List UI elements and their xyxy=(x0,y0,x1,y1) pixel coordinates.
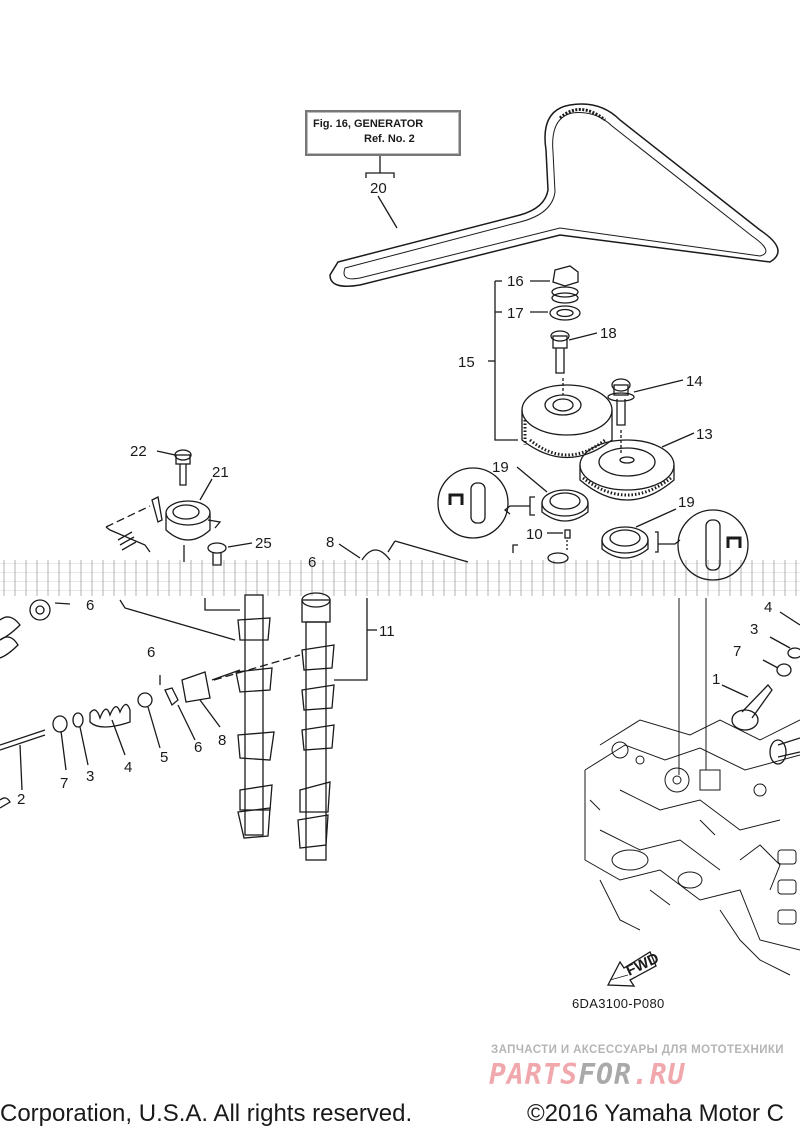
watermark-logo: PARTSFOR.RU xyxy=(489,1058,685,1091)
callout-19b: 19 xyxy=(678,494,695,511)
bolt-14 xyxy=(607,378,684,455)
leader-lifter-to-cam xyxy=(213,654,301,681)
ref-number-label: Ref. No. 2 xyxy=(364,133,415,145)
valve-lifter-upper xyxy=(338,540,469,563)
callout-22: 22 xyxy=(130,443,147,460)
scan-artifact-band xyxy=(0,560,800,596)
callout-13: 13 xyxy=(696,426,713,443)
callout-15: 15 xyxy=(458,354,475,371)
fwd-arrow-icon xyxy=(606,951,657,987)
valve-train-exhaust xyxy=(0,669,241,791)
callout-21: 21 xyxy=(212,464,229,481)
cylinder-head xyxy=(584,598,800,976)
valve-train-intake xyxy=(721,611,800,765)
callout-7a: 7 xyxy=(60,775,68,792)
callout-18: 18 xyxy=(600,325,617,342)
callout-25: 25 xyxy=(255,535,272,552)
copyright-right: ©2016 Yamaha Motor C xyxy=(527,1100,784,1127)
callout-4b: 4 xyxy=(764,599,772,616)
callout-8a: 8 xyxy=(326,534,334,551)
callout-14: 14 xyxy=(686,373,703,390)
fwd-label: FWD xyxy=(624,950,662,980)
callout-6c: 6 xyxy=(147,644,155,661)
cam-sprocket-assembly xyxy=(488,265,613,459)
dowel-pin-10 xyxy=(512,529,571,564)
callout-2: 2 xyxy=(17,791,25,808)
watermark-subtitle: ЗАПЧАСТИ И АКСЕССУАРЫ ДЛЯ МОТОТЕХНИКИ xyxy=(491,1044,784,1056)
camshaft-right xyxy=(297,592,377,861)
leader-20 xyxy=(377,195,398,229)
watermark-logo-part3: .RU xyxy=(631,1058,686,1091)
leader-bracket-left xyxy=(119,599,236,641)
callout-10: 10 xyxy=(526,526,543,543)
callout-6a: 6 xyxy=(308,554,316,571)
pulley-13 xyxy=(579,432,695,501)
callout-4a: 4 xyxy=(124,759,132,776)
callout-1: 1 xyxy=(712,671,720,688)
valve-parts-left-edge xyxy=(0,599,71,809)
copyright-left: Corporation, U.S.A. All rights reserved. xyxy=(0,1100,413,1127)
callout-19a: 19 xyxy=(492,459,509,476)
drawing-code: 6DA3100-P080 xyxy=(572,996,665,1011)
callout-17: 17 xyxy=(507,305,524,322)
bracket-20 xyxy=(365,172,395,178)
callout-7b: 7 xyxy=(733,643,741,660)
figure-reference-box[interactable]: Fig. 16, GENERATOR Ref. No. 2 xyxy=(305,110,461,156)
oil-seal-right xyxy=(601,508,749,581)
watermark-logo-part2: FOR xyxy=(578,1058,632,1091)
callout-11: 11 xyxy=(379,623,395,640)
callout-8b: 8 xyxy=(218,732,226,749)
ref-figure-label: Fig. 16, GENERATOR xyxy=(313,118,424,130)
timing-belt xyxy=(329,103,779,287)
callout-6b: 6 xyxy=(86,597,94,614)
tensioner-assembly xyxy=(105,449,253,566)
callout-16: 16 xyxy=(507,273,524,290)
callout-3a: 3 xyxy=(86,768,94,785)
oil-seal-left xyxy=(437,466,589,539)
watermark-logo-part1: PARTS xyxy=(489,1058,579,1091)
callout-20: 20 xyxy=(370,180,387,197)
callout-3b: 3 xyxy=(750,621,758,638)
camshaft-left xyxy=(204,594,275,839)
callout-6d: 6 xyxy=(194,739,202,756)
callout-5: 5 xyxy=(160,749,168,766)
